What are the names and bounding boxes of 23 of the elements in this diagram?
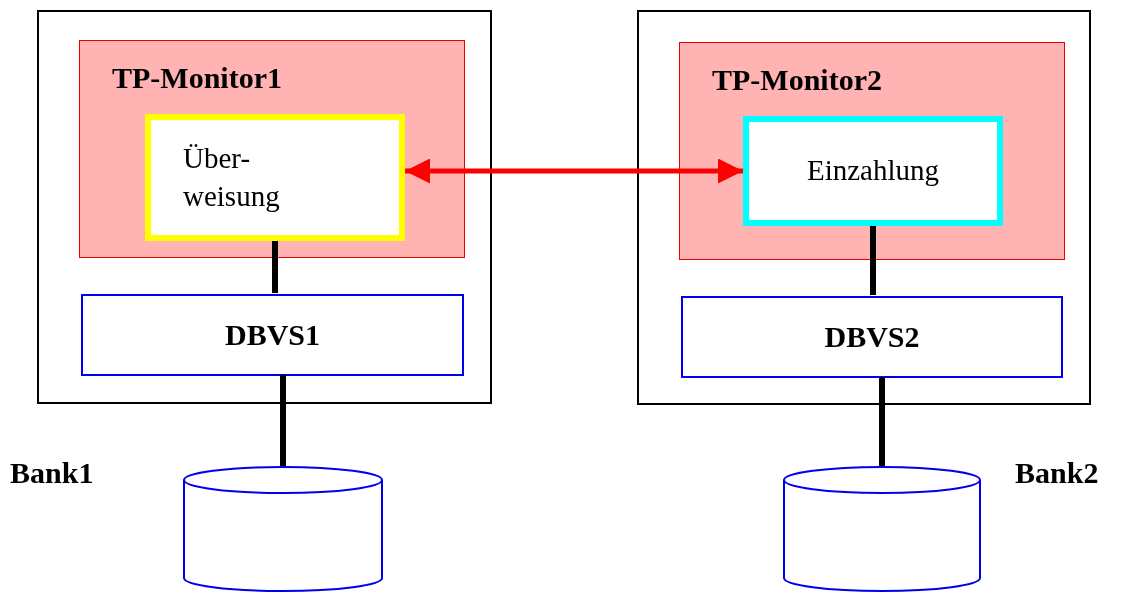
database-cylinder	[783, 466, 981, 592]
dbms-label: DBVS1	[225, 318, 320, 352]
connector-line	[272, 241, 278, 293]
transaction-box	[145, 114, 405, 241]
database-cylinder	[183, 466, 383, 592]
dbms-box	[681, 296, 1063, 378]
connector-line	[879, 377, 885, 466]
dbms-box	[81, 294, 464, 376]
transaction-label: Einzahlung	[806, 153, 940, 189]
connector-line	[870, 226, 876, 295]
dbms-label: DBVS2	[824, 320, 920, 354]
tp-monitor-panel	[79, 40, 465, 258]
transaction-label: Über-weisung	[183, 140, 281, 214]
transaction-box	[743, 116, 1003, 226]
double-arrow	[405, 158, 743, 184]
monitor-title: TP-Monitor1	[112, 61, 282, 95]
server-box	[637, 10, 1091, 405]
bank-label: Bank1	[10, 456, 94, 490]
tp-monitor-panel	[679, 42, 1065, 260]
bank-label: Bank2	[1015, 456, 1099, 490]
monitor-title: TP-Monitor2	[712, 63, 882, 97]
server-box	[37, 10, 492, 404]
connector-line	[280, 375, 286, 466]
